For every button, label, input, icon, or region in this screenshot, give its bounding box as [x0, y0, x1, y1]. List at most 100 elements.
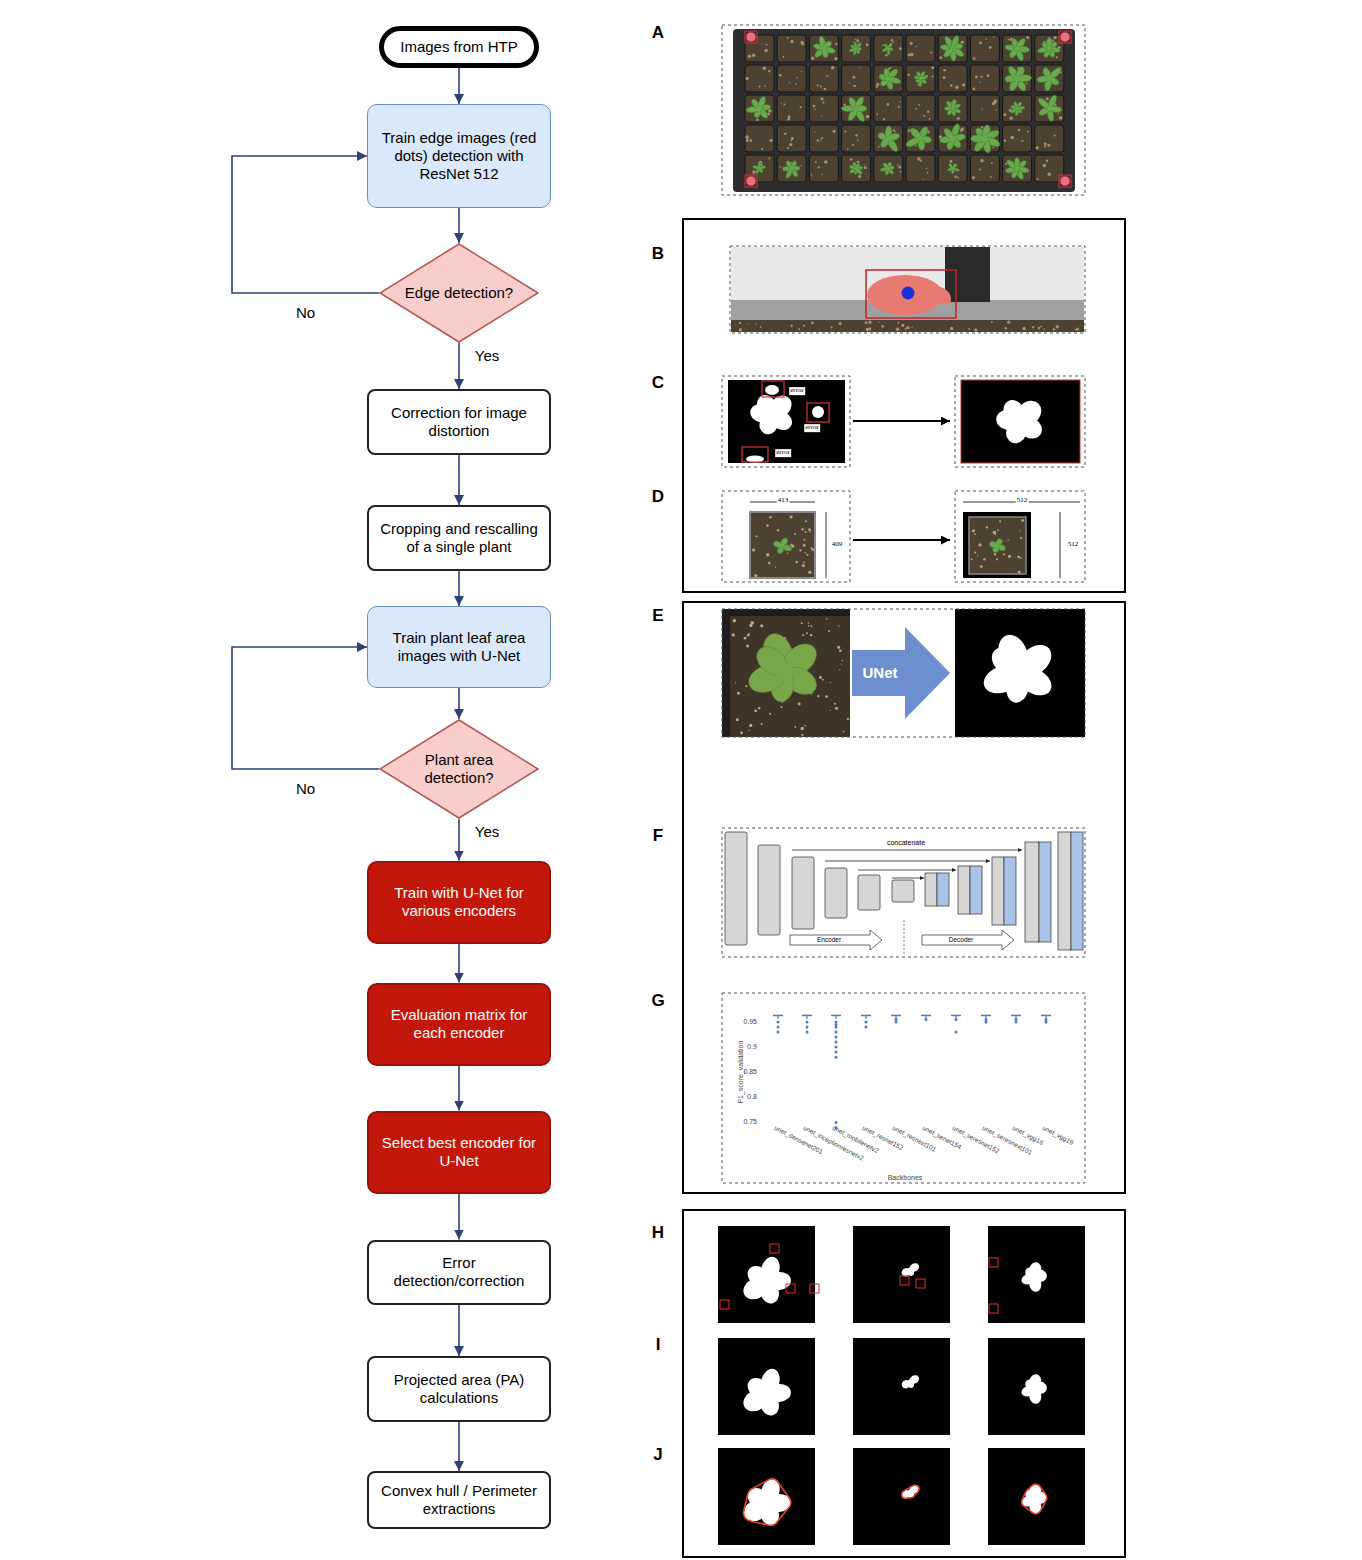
- edge-marker: [746, 176, 756, 186]
- soil-grain: [817, 84, 819, 86]
- soil-grain: [1036, 178, 1038, 180]
- node-text: Evaluation matrix for each encoder: [377, 1006, 541, 1042]
- leaf: [1013, 101, 1019, 109]
- soil-grain: [766, 44, 768, 46]
- soil-grain: [908, 74, 910, 76]
- axis-title: F1_score_validation: [737, 1041, 745, 1104]
- soil-grain: [985, 38, 987, 40]
- rosette-center: [919, 77, 922, 80]
- soil-strip: [731, 320, 1084, 332]
- seedling: [878, 68, 901, 91]
- soil-grain: [923, 179, 924, 180]
- leaf: [849, 47, 857, 53]
- panel-illustrations: [718, 29, 1085, 1545]
- edge-marker: [1060, 32, 1070, 42]
- soil-grain: [943, 69, 946, 72]
- soil-grain: [813, 105, 816, 108]
- edge-marker: [1060, 176, 1070, 186]
- pot: [1003, 35, 1032, 62]
- training-box: Train edge images (red dots) detection w…: [367, 104, 551, 208]
- convex-hull: [743, 1479, 791, 1525]
- soil-grain: [821, 115, 822, 116]
- soil-grain: [839, 669, 840, 670]
- soil-grain: [788, 115, 791, 118]
- soil-grain: [838, 625, 840, 627]
- leaf: [785, 167, 794, 179]
- leaf: [908, 1262, 921, 1274]
- flow-arrow: [458, 208, 460, 243]
- node-text: Images from HTP: [400, 38, 518, 56]
- data-point: [865, 1021, 868, 1024]
- soil-grain: [808, 622, 809, 623]
- soil-grain: [983, 558, 985, 560]
- plant-mask: [1020, 1373, 1048, 1405]
- soil-grain: [939, 56, 942, 59]
- rosette-center: [1016, 107, 1019, 110]
- direction-arrow: [790, 930, 882, 950]
- flow-arrow: [458, 455, 460, 505]
- leaf: [759, 165, 766, 170]
- rosette-center: [887, 167, 890, 170]
- rosette-center: [1047, 106, 1052, 111]
- soil-grain: [752, 548, 755, 551]
- soil-grain: [926, 168, 927, 169]
- panel-letter: D: [652, 488, 664, 507]
- soil-grain: [916, 46, 917, 47]
- soil-grain: [973, 88, 976, 91]
- soil-grain: [899, 101, 900, 102]
- node-text: Train with U-Net for various encoders: [377, 884, 541, 920]
- soil-grain: [817, 695, 819, 697]
- leaf: [752, 165, 760, 170]
- soil-grain: [958, 117, 959, 118]
- leaf: [855, 167, 863, 175]
- mask-image: [961, 380, 1080, 463]
- soil-grain: [760, 326, 762, 328]
- soil-grain: [817, 139, 819, 141]
- soil-grain: [801, 528, 803, 530]
- soil-grain: [961, 40, 964, 43]
- pot: [906, 125, 935, 152]
- soil-grain: [830, 326, 832, 328]
- leaf: [855, 42, 862, 50]
- soil-grain: [890, 67, 892, 69]
- soil-grain: [835, 43, 837, 45]
- data-point: [806, 1021, 809, 1024]
- soil-grain: [972, 176, 975, 179]
- soil-grain: [1022, 327, 1026, 331]
- soil-grain: [835, 707, 838, 710]
- soil-grain: [995, 109, 997, 111]
- rosette-center: [1011, 664, 1029, 682]
- soil-grain: [1036, 146, 1039, 149]
- soil-grain: [993, 36, 995, 38]
- soil-grain: [834, 57, 837, 60]
- detection-box: [745, 31, 757, 43]
- flow-arrow: [458, 819, 460, 861]
- pot: [970, 65, 999, 92]
- pot: [1035, 125, 1064, 152]
- soil-grain: [784, 104, 786, 106]
- soil-grain: [974, 328, 977, 331]
- soil-grain: [768, 562, 771, 565]
- skip-connection: [792, 850, 1022, 851]
- error-box: [810, 1284, 819, 1293]
- soil-grain: [791, 140, 793, 142]
- soil-grain: [744, 637, 747, 640]
- soil-grain: [915, 108, 917, 110]
- rosette-center: [1047, 76, 1052, 81]
- encoder-block: [858, 875, 880, 910]
- soil-grain: [735, 682, 736, 683]
- soil-grain: [974, 533, 976, 535]
- dimension-line: [826, 512, 827, 578]
- data-point: [1045, 1021, 1048, 1024]
- soil-grain: [843, 731, 845, 733]
- error-box: [720, 1300, 729, 1309]
- pot: [874, 35, 903, 62]
- panel-frame: [722, 609, 1085, 737]
- soil-grain: [980, 565, 983, 568]
- decoder-block: [970, 866, 982, 914]
- soil-grain: [993, 531, 997, 535]
- rosette-center: [1030, 1273, 1038, 1281]
- pot: [745, 65, 774, 92]
- panel-letter: B: [652, 245, 664, 264]
